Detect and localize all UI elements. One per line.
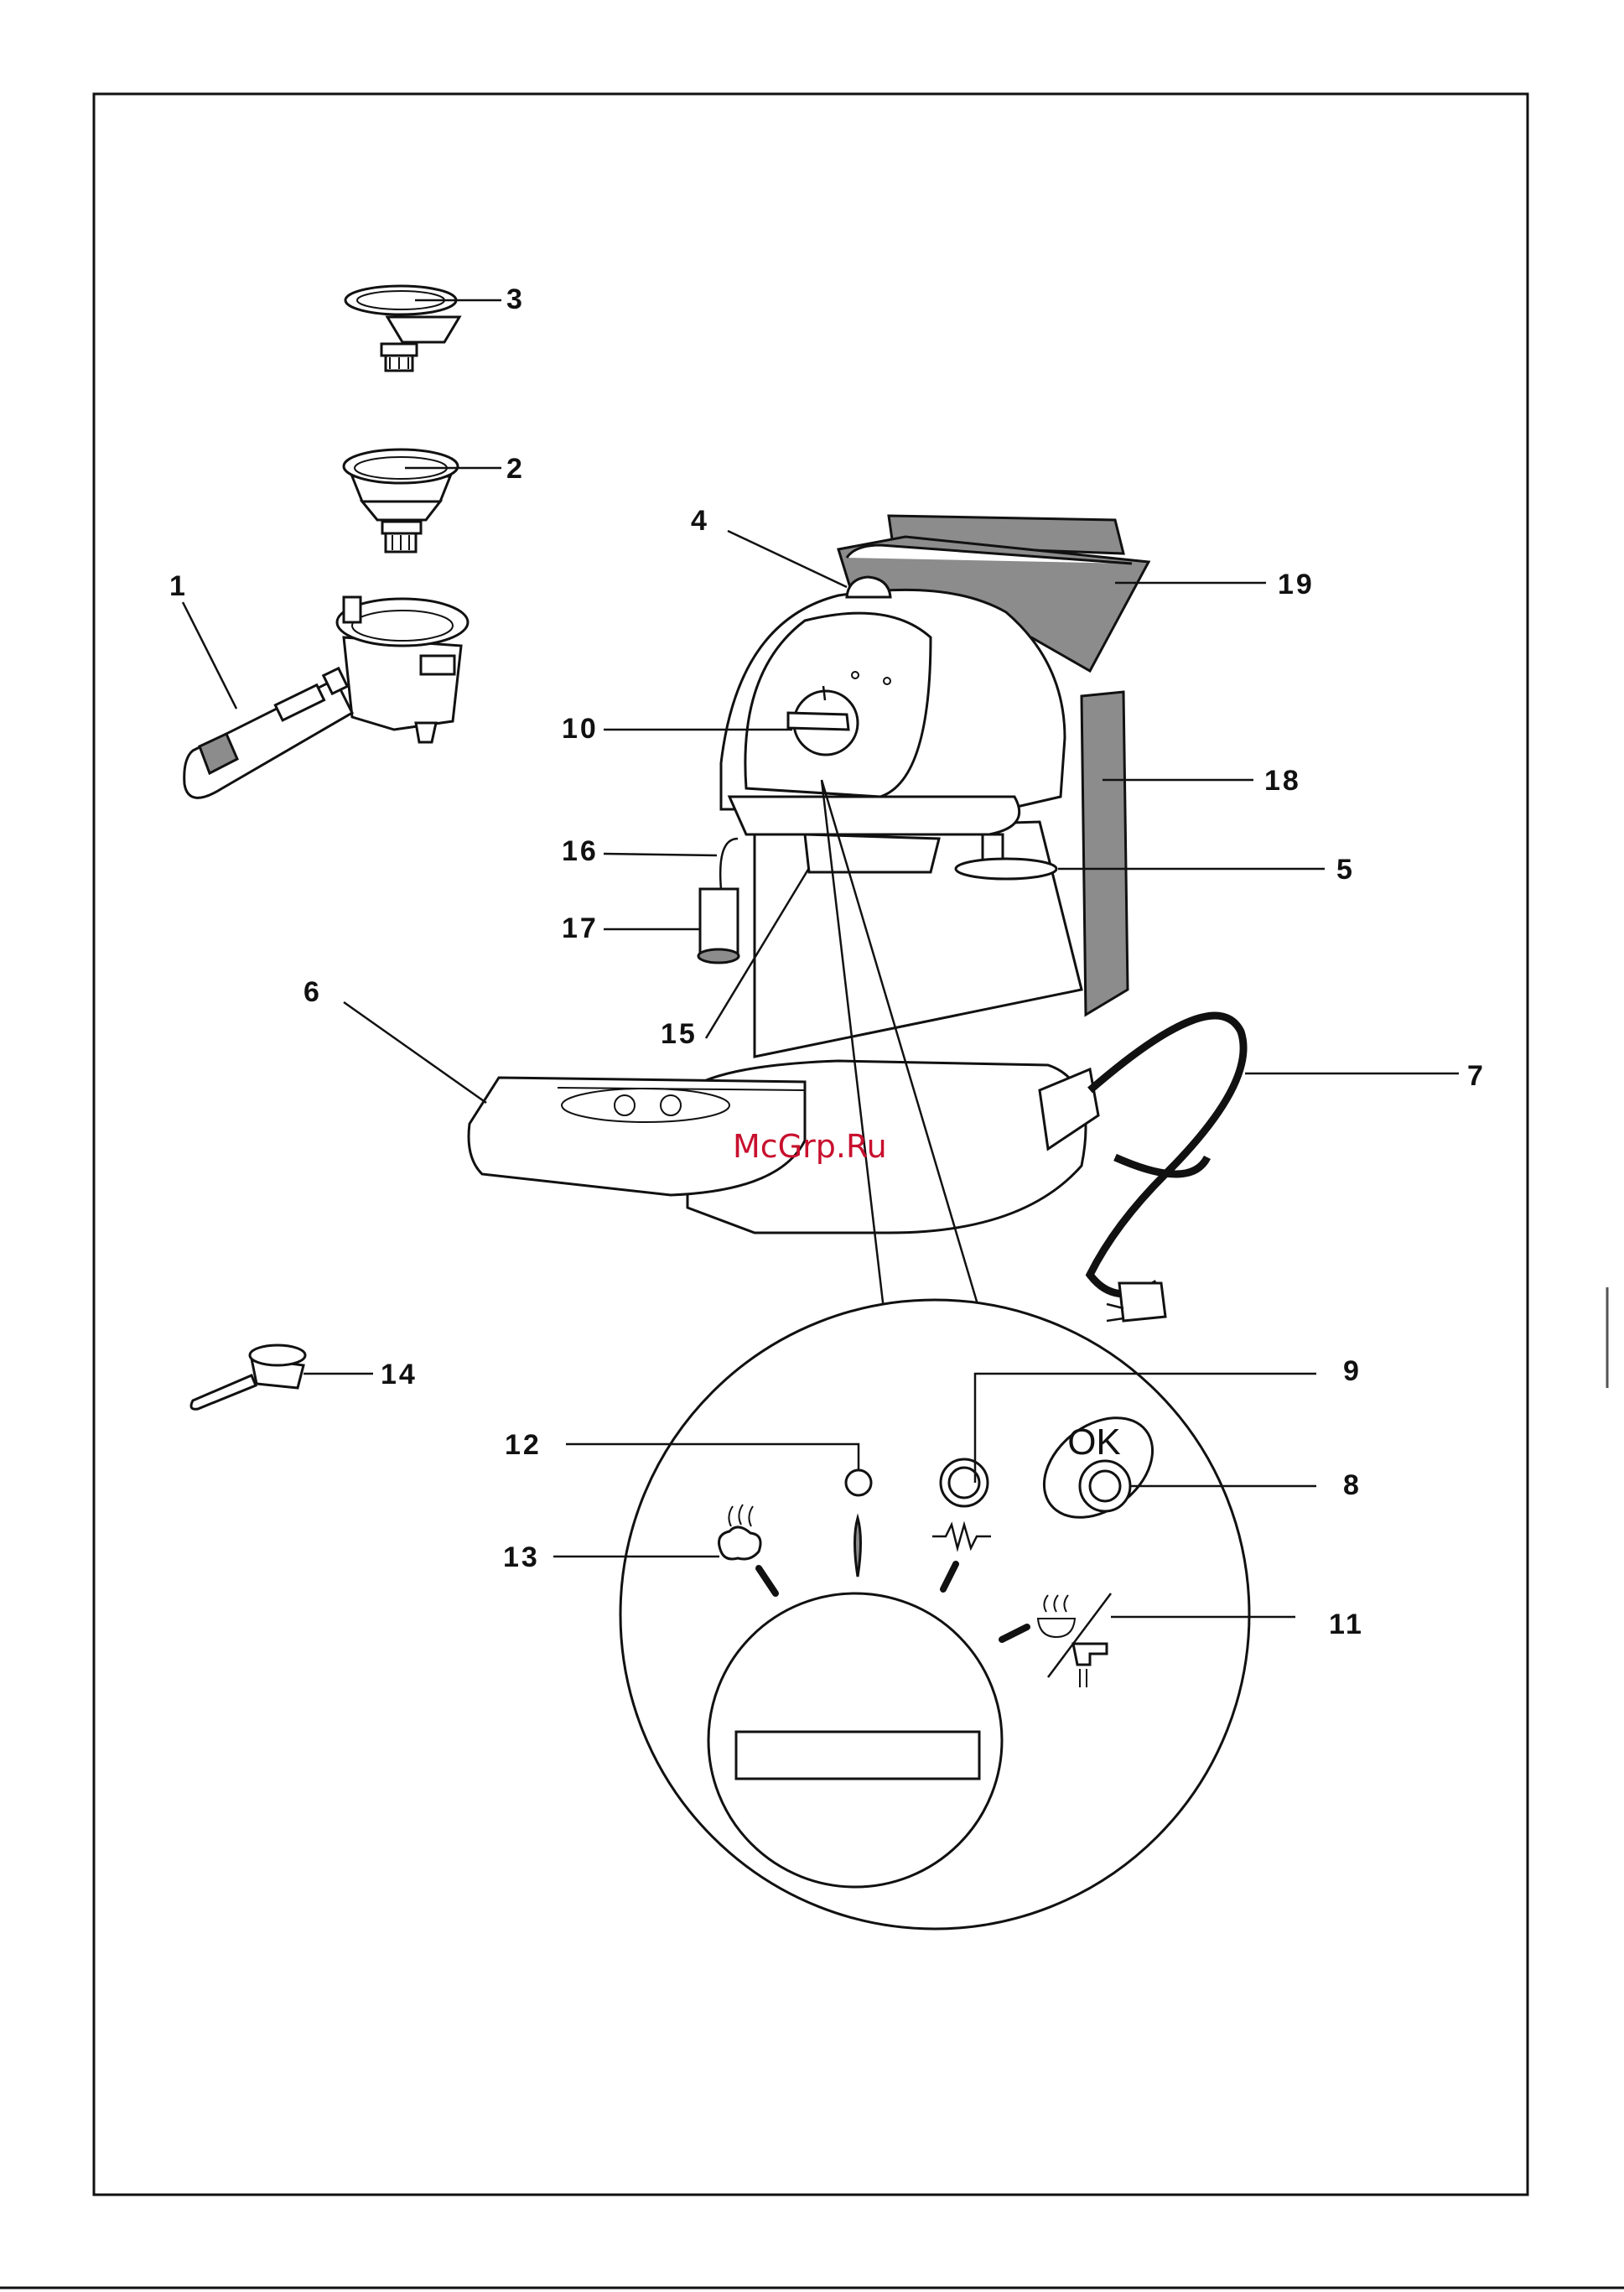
callout-1: 1 [169,570,188,602]
callout-4: 4 [691,505,709,537]
callout-8: 8 [1343,1469,1362,1501]
filter-single-part [345,286,459,371]
callout-5: 5 [1336,854,1355,886]
callout-9: 9 [1343,1355,1362,1387]
callout-15: 15 [661,1018,698,1050]
callout-14: 14 [381,1359,418,1390]
callout-3: 3 [506,283,525,315]
callout-7: 7 [1467,1060,1486,1092]
callout-19: 19 [1278,569,1315,600]
watermark: McGrp.Ru [733,1128,887,1165]
callout-10: 10 [562,713,599,745]
callout-17: 17 [562,912,599,944]
callout-11: 11 [1329,1609,1364,1640]
indicator-light-12 [846,1470,871,1495]
filter-double-part [344,450,458,552]
callout-16: 16 [562,835,599,867]
callout-12: 12 [505,1429,542,1461]
callout-13: 13 [503,1541,540,1573]
ok-button-label: OK [1067,1421,1121,1463]
callout-18: 18 [1264,765,1301,797]
callout-2: 2 [506,453,525,485]
filter-holder-part [184,597,468,798]
measuring-scoop-part [191,1345,305,1409]
callout-6: 6 [304,976,322,1008]
